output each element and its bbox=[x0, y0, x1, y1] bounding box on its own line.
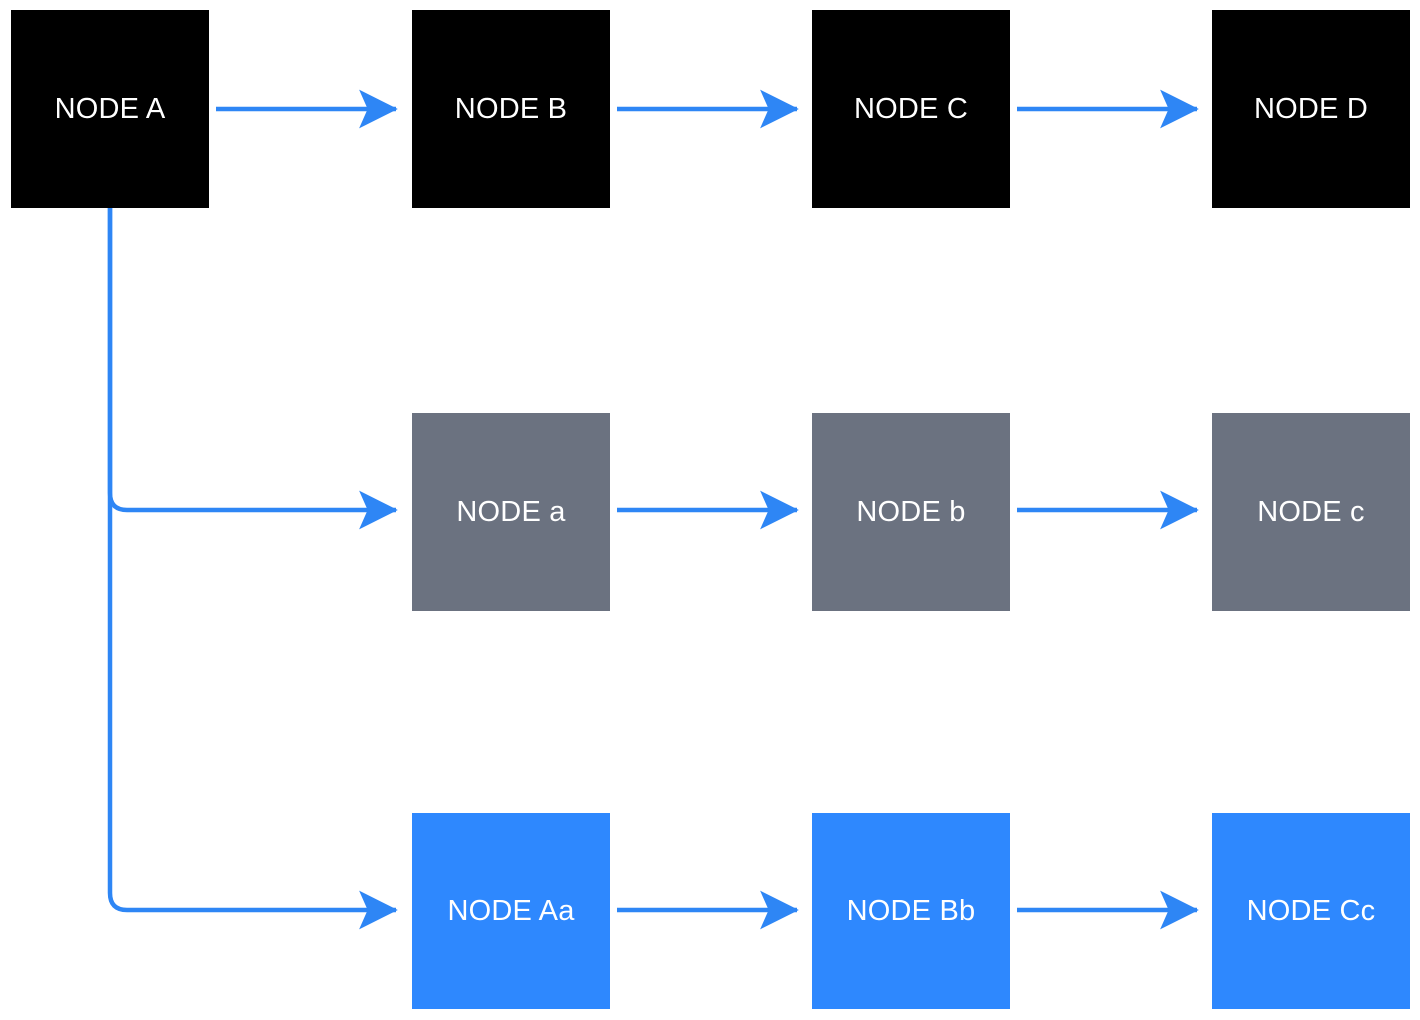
node-aa[interactable]: NODE Aa bbox=[412, 813, 610, 1009]
node-lc-c[interactable]: NODE c bbox=[1212, 413, 1410, 611]
node-a-label: NODE A bbox=[54, 92, 166, 125]
node-lc-a[interactable]: NODE a bbox=[412, 413, 610, 611]
node-cc-label: NODE Cc bbox=[1246, 894, 1376, 927]
node-cc[interactable]: NODE Cc bbox=[1212, 813, 1410, 1009]
node-lc-b[interactable]: NODE b bbox=[812, 413, 1010, 611]
node-d-label: NODE D bbox=[1254, 92, 1368, 125]
node-b-label: NODE B bbox=[454, 92, 568, 125]
node-c[interactable]: NODE C bbox=[812, 10, 1010, 208]
edge-node-a-to-node-aa bbox=[107, 208, 398, 930]
node-aa-label: NODE Aa bbox=[447, 894, 575, 927]
node-lc-b-label: NODE b bbox=[856, 495, 966, 528]
edge-node-a-to-node-lc-a bbox=[107, 208, 398, 530]
node-lc-a-label: NODE a bbox=[456, 495, 566, 528]
node-c-label: NODE C bbox=[854, 92, 968, 125]
node-b[interactable]: NODE B bbox=[412, 10, 610, 208]
node-a[interactable]: NODE A bbox=[11, 10, 209, 208]
node-lc-c-label: NODE c bbox=[1257, 495, 1365, 528]
node-bb[interactable]: NODE Bb bbox=[812, 813, 1010, 1009]
node-d[interactable]: NODE D bbox=[1212, 10, 1410, 208]
node-bb-label: NODE Bb bbox=[846, 894, 976, 927]
